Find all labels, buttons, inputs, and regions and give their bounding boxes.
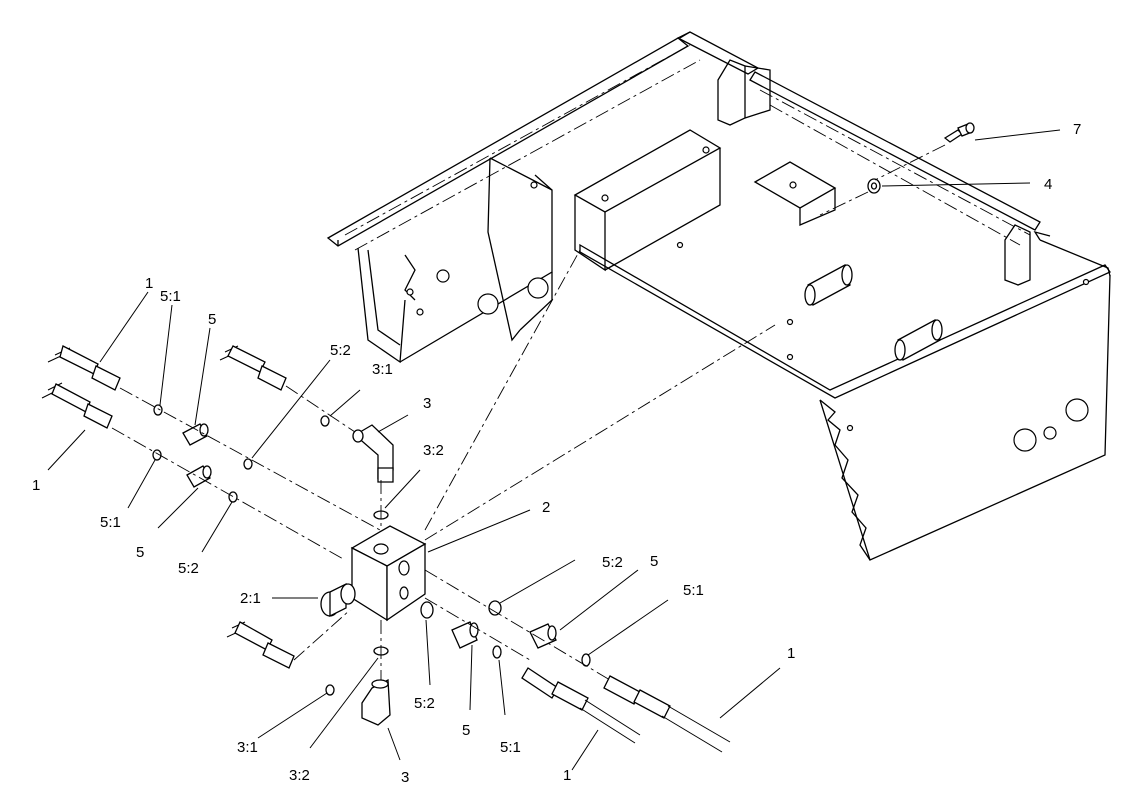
o-rings xyxy=(152,404,591,696)
adapters-part-5 xyxy=(182,423,557,649)
callout-5-2: 5:2 xyxy=(414,695,435,712)
callout-5-2: 5:2 xyxy=(330,342,351,359)
callout-1: 1 xyxy=(787,645,795,662)
elbow-fitting-part-3-top xyxy=(352,424,394,483)
manifold-block-part-2 xyxy=(350,525,427,622)
leader-lines xyxy=(47,129,1061,771)
callout-1: 1 xyxy=(32,477,40,494)
fitting-part-2-1 xyxy=(320,582,356,618)
assembly-centerlines xyxy=(111,249,776,681)
hose-assemblies-part-1 xyxy=(41,345,731,753)
callout-5: 5 xyxy=(650,553,658,570)
washer-part-4 xyxy=(867,178,881,194)
callout-3: 3 xyxy=(423,395,431,412)
callout-1: 1 xyxy=(145,275,153,292)
bolt-axis-line xyxy=(874,144,946,181)
washer-axis-line xyxy=(819,191,869,216)
callout-3-1: 3:1 xyxy=(237,739,258,756)
callout-2-1: 2:1 xyxy=(240,590,261,607)
callout-5-1: 5:1 xyxy=(683,582,704,599)
callout-3-1: 3:1 xyxy=(372,361,393,378)
callout-5: 5 xyxy=(136,544,144,561)
elbow-fitting-part-3-bottom xyxy=(361,678,391,726)
callout-5-1: 5:1 xyxy=(100,514,121,531)
callout-3: 3 xyxy=(401,769,409,786)
callout-5-2: 5:2 xyxy=(178,560,199,577)
callout-5: 5 xyxy=(462,722,470,739)
callout-labels: 1 5:1 5 5:2 3:1 3 3:2 7 4 1 5:1 5 5:2 2 … xyxy=(32,121,1081,786)
bolt-part-7 xyxy=(943,122,975,143)
callout-5-1: 5:1 xyxy=(160,288,181,305)
frame-assembly xyxy=(326,31,1111,561)
callout-1: 1 xyxy=(563,767,571,784)
callout-3-2: 3:2 xyxy=(289,767,310,784)
callout-5-1: 5:1 xyxy=(500,739,521,756)
callout-5: 5 xyxy=(208,311,216,328)
callout-3-2: 3:2 xyxy=(423,442,444,459)
callout-7: 7 xyxy=(1073,121,1081,138)
callout-5-2: 5:2 xyxy=(602,554,623,571)
callout-4: 4 xyxy=(1044,176,1052,193)
callout-2: 2 xyxy=(542,499,550,516)
